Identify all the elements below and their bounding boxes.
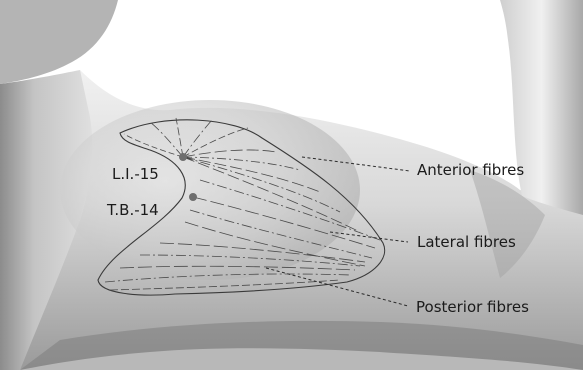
tb14-label: T.B.-14 — [107, 203, 159, 218]
posterior-fibres-label: Posterior fibres — [416, 300, 529, 315]
lateral-fibres-label: Lateral fibres — [417, 235, 516, 250]
li15-label: L.I.-15 — [112, 167, 159, 182]
li15-point — [179, 153, 187, 161]
tb14-point — [189, 193, 197, 201]
anterior-fibres-label: Anterior fibres — [417, 163, 524, 178]
